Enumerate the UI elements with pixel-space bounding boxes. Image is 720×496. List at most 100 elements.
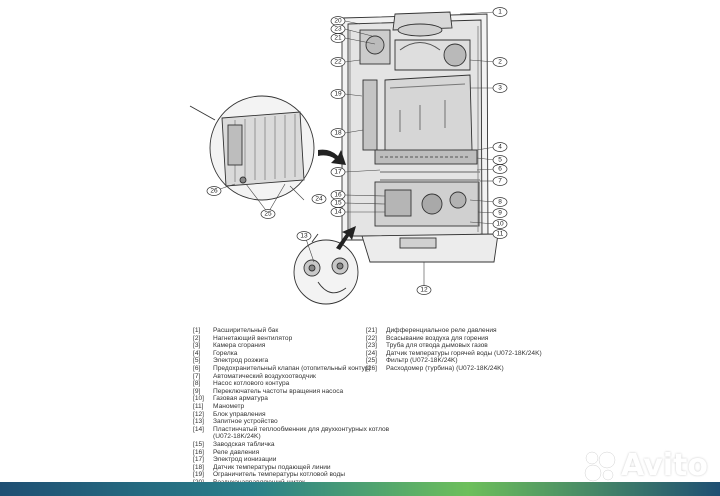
boiler-housing <box>341 11 499 263</box>
legend-text: Заводская табличка <box>213 440 275 448</box>
legend-text: Переключатель частоты вращения насоса <box>213 387 344 395</box>
legend-text: Датчик температуры горячей воды (U072-18… <box>386 349 542 357</box>
legend-num: [4] <box>193 349 201 357</box>
legend-text: Реле давления <box>213 448 260 456</box>
legend-row: [21] Дифференциальное реле давления <box>366 327 542 335</box>
legend-row: [6] Предохранительный клапан (отопительны… <box>193 365 389 373</box>
legend-num: [24] <box>366 349 377 357</box>
legend-num: [15] <box>193 440 204 448</box>
legend-text: Фильтр (U072-18K/24K) <box>386 357 458 365</box>
legend-num: [26] <box>366 364 377 372</box>
legend-num: [8] <box>193 380 201 388</box>
legend-num: [21] <box>366 327 377 334</box>
legend-row: [3] Камера сгорания <box>193 342 389 350</box>
legend-num: [5] <box>193 357 201 365</box>
legend-text: Пластинчатый теплообменник для двухконту… <box>213 425 390 433</box>
legend-row: [18] Датчик температуры подающей линии <box>193 464 389 472</box>
legend-row: [14] Пластинчатый теплообменник для двухк… <box>193 426 389 434</box>
legend-row: (U072-18K/24K) <box>193 433 389 441</box>
legend-text: Насос котлового контура <box>213 380 290 388</box>
callout-8: 8 <box>498 199 502 206</box>
callout-18: 18 <box>334 130 342 137</box>
legend-row: [16]Реле давления <box>193 449 389 457</box>
legend-row: [25]Фильтр (U072-18K/24K) <box>366 357 542 365</box>
legend-text: Горелка <box>213 349 238 357</box>
callout-9: 9 <box>498 210 502 217</box>
legend-num <box>193 433 213 441</box>
legend-text: Электрод ионизации <box>213 456 277 464</box>
callout-bubbles <box>206 7 508 295</box>
callout-19: 19 <box>334 91 342 98</box>
detail-heat-exchanger <box>189 95 315 201</box>
legend-row: [4] Горелка <box>193 350 389 358</box>
legend-row: [11]Манометр <box>193 403 389 411</box>
avito-logo-icon <box>584 451 616 481</box>
legend-row: [2] Нагнетающий вентилятор <box>193 335 389 343</box>
legend-num: [6] <box>193 364 201 372</box>
legend-text: Нагнетающий вентилятор <box>213 334 293 342</box>
legend-text: Расходомер (турбина) (U072-18K/24K) <box>386 364 504 372</box>
legend-num: [1] <box>193 327 201 334</box>
legend-num: [3] <box>193 342 201 350</box>
callout-25: 25 <box>264 211 272 218</box>
callout-11: 11 <box>497 231 504 238</box>
callout-16: 16 <box>334 192 342 199</box>
legend-text: Газовая арматура <box>213 395 268 403</box>
legend-text: Труба для отвода дымовых газов <box>386 342 488 350</box>
legend-num: [17] <box>193 456 204 464</box>
legend-text: Дифференциальное реле давления <box>386 327 497 334</box>
callout-20: 20 <box>334 18 342 25</box>
callout-labels: 1 2 3 4 5 6 7 8 9 10 11 12 20 23 21 22 1… <box>210 9 504 294</box>
legend-num: [10] <box>193 395 204 403</box>
legend-text: Ограничитель температуры котловой воды <box>213 471 346 479</box>
callout-4: 4 <box>498 144 502 151</box>
legend-text: Блок управления <box>213 410 266 418</box>
legend-text: Запитное устройство <box>213 418 278 426</box>
detail-filling-device <box>293 233 359 305</box>
callout-21: 21 <box>334 35 342 42</box>
legend-right: [21] Дифференциальное реле давления [22]В… <box>366 327 542 373</box>
legend-num: [23] <box>366 342 377 350</box>
legend-row: [7]Автоматический воздухоотводчик <box>193 373 389 381</box>
legend-num: [18] <box>193 463 204 471</box>
legend-num: [19] <box>193 471 204 479</box>
callout-13: 13 <box>300 233 308 240</box>
legend-text: Датчик температуры подающей линии <box>213 463 331 471</box>
legend-text: Расширительный бак <box>213 327 279 334</box>
pointer-arrows <box>318 149 356 250</box>
legend-num: [14] <box>193 425 204 433</box>
legend-text: (U072-18K/24K) <box>213 433 261 441</box>
legend-text: Всасывание воздуха для горения <box>386 334 489 342</box>
legend-row: [9] Переключатель частоты вращения насоса <box>193 388 389 396</box>
legend-row: [12] Блок управления <box>193 411 389 419</box>
callout-23: 23 <box>334 26 342 33</box>
leader-lines <box>213 11 496 289</box>
legend-row: [13]Запитное устройство <box>193 418 389 426</box>
avito-watermark-text: Avito <box>621 448 708 483</box>
callout-24: 24 <box>315 196 323 203</box>
callout-26: 26 <box>210 188 218 195</box>
legend-text: Предохранительный клапан (отопительный к… <box>213 364 371 372</box>
callout-14: 14 <box>334 209 342 216</box>
legend-row: [1] Расширительный бак <box>193 327 389 335</box>
legend-row: [23] Труба для отвода дымовых газов <box>366 342 542 350</box>
legend-row: [22]Всасывание воздуха для горения <box>366 335 542 343</box>
legend-text: Камера сгорания <box>213 342 266 350</box>
legend-row: [10] Газовая арматура <box>193 395 389 403</box>
callout-3: 3 <box>498 85 502 92</box>
callout-17: 17 <box>334 169 342 176</box>
callout-2: 2 <box>498 59 502 66</box>
legend-text: Автоматический воздухоотводчик <box>213 372 316 380</box>
legend-left: [1] Расширительный бак [2] Нагнетающий вен… <box>193 327 389 486</box>
callout-10: 10 <box>496 221 504 228</box>
legend-row: [8] Насос котлового контура <box>193 380 389 388</box>
legend-num: [12] <box>193 410 204 418</box>
legend-row: [15] Заводская табличка <box>193 441 389 449</box>
legend-num: [9] <box>193 387 201 395</box>
callout-15: 15 <box>334 200 342 207</box>
callout-7: 7 <box>498 178 502 185</box>
avito-watermark: Avito <box>583 448 708 483</box>
callout-1: 1 <box>498 9 502 16</box>
legend-num: [2] <box>193 334 201 342</box>
legend-num: [11] <box>193 402 204 410</box>
